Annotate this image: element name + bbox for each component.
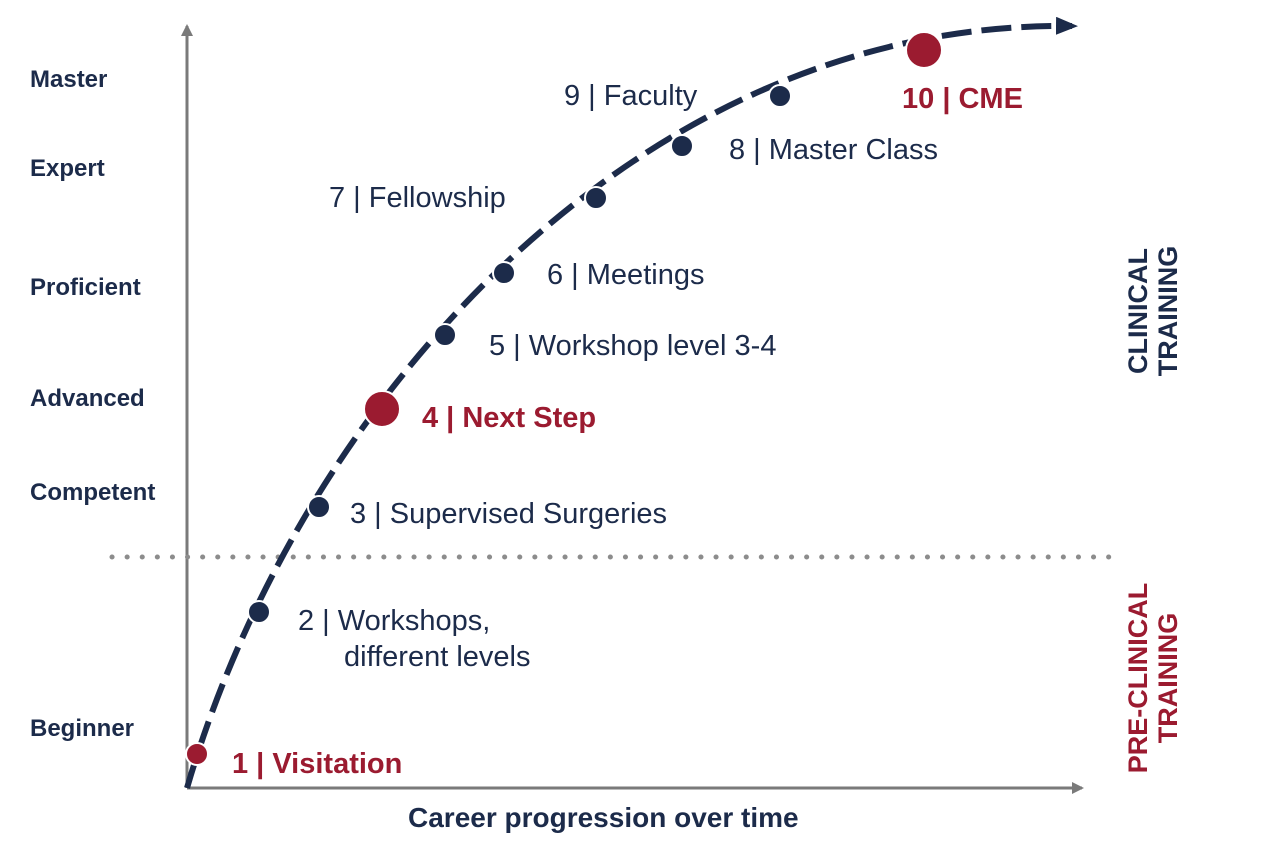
zone-label-pre-clinical-line1: PRE-CLINICAL xyxy=(1123,582,1153,774)
level-competent: Competent xyxy=(30,479,156,506)
zone-label-clinical: CLINICAL TRAINING xyxy=(1123,236,1183,386)
level-advanced: Advanced xyxy=(30,385,145,412)
level-beginner: Beginner xyxy=(30,715,135,742)
milestone-marker-4 xyxy=(363,390,401,428)
level-expert: Expert xyxy=(30,155,105,182)
milestone-marker-8 xyxy=(670,134,694,158)
level-master: Master xyxy=(30,66,108,93)
milestone-label-1: 1 | Visitation xyxy=(232,748,403,780)
milestone-marker-5 xyxy=(433,323,457,347)
zone-label-pre-clinical: PRE-CLINICAL TRAINING xyxy=(1123,578,1183,778)
milestone-label-5: 5 | Workshop level 3-4 xyxy=(489,330,777,362)
milestone-label-7: 7 | Fellowship xyxy=(329,182,506,214)
milestone-label-6: 6 | Meetings xyxy=(547,259,705,291)
milestone-marker-7 xyxy=(584,186,608,210)
milestone-label-3: 3 | Supervised Surgeries xyxy=(350,498,668,530)
milestone-label-9: 9 | Faculty xyxy=(564,80,698,112)
milestone-marker-1 xyxy=(185,742,209,766)
zone-label-clinical-line2: TRAINING xyxy=(1153,245,1183,377)
milestone-marker-3 xyxy=(307,495,331,519)
milestone-label-2: 2 | Workshops, different levels xyxy=(298,603,530,675)
x-axis-label: Career progression over time xyxy=(408,802,799,833)
zone-label-clinical-line1: CLINICAL xyxy=(1123,248,1153,374)
milestone-marker-2 xyxy=(247,600,271,624)
milestone-label-2-line1: 2 | Workshops, xyxy=(298,605,491,637)
level-proficient: Proficient xyxy=(30,274,141,301)
milestone-marker-9 xyxy=(768,84,792,108)
milestone-label-2-line2: different levels xyxy=(344,641,531,673)
milestone-marker-6 xyxy=(492,261,516,285)
milestone-label-4: 4 | Next Step xyxy=(422,402,597,434)
milestone-label-8: 8 | Master Class xyxy=(729,134,938,166)
zone-label-pre-clinical-line2: TRAINING xyxy=(1153,612,1183,744)
milestone-marker-10 xyxy=(905,31,943,69)
milestone-label-10: 10 | CME xyxy=(902,83,1023,115)
